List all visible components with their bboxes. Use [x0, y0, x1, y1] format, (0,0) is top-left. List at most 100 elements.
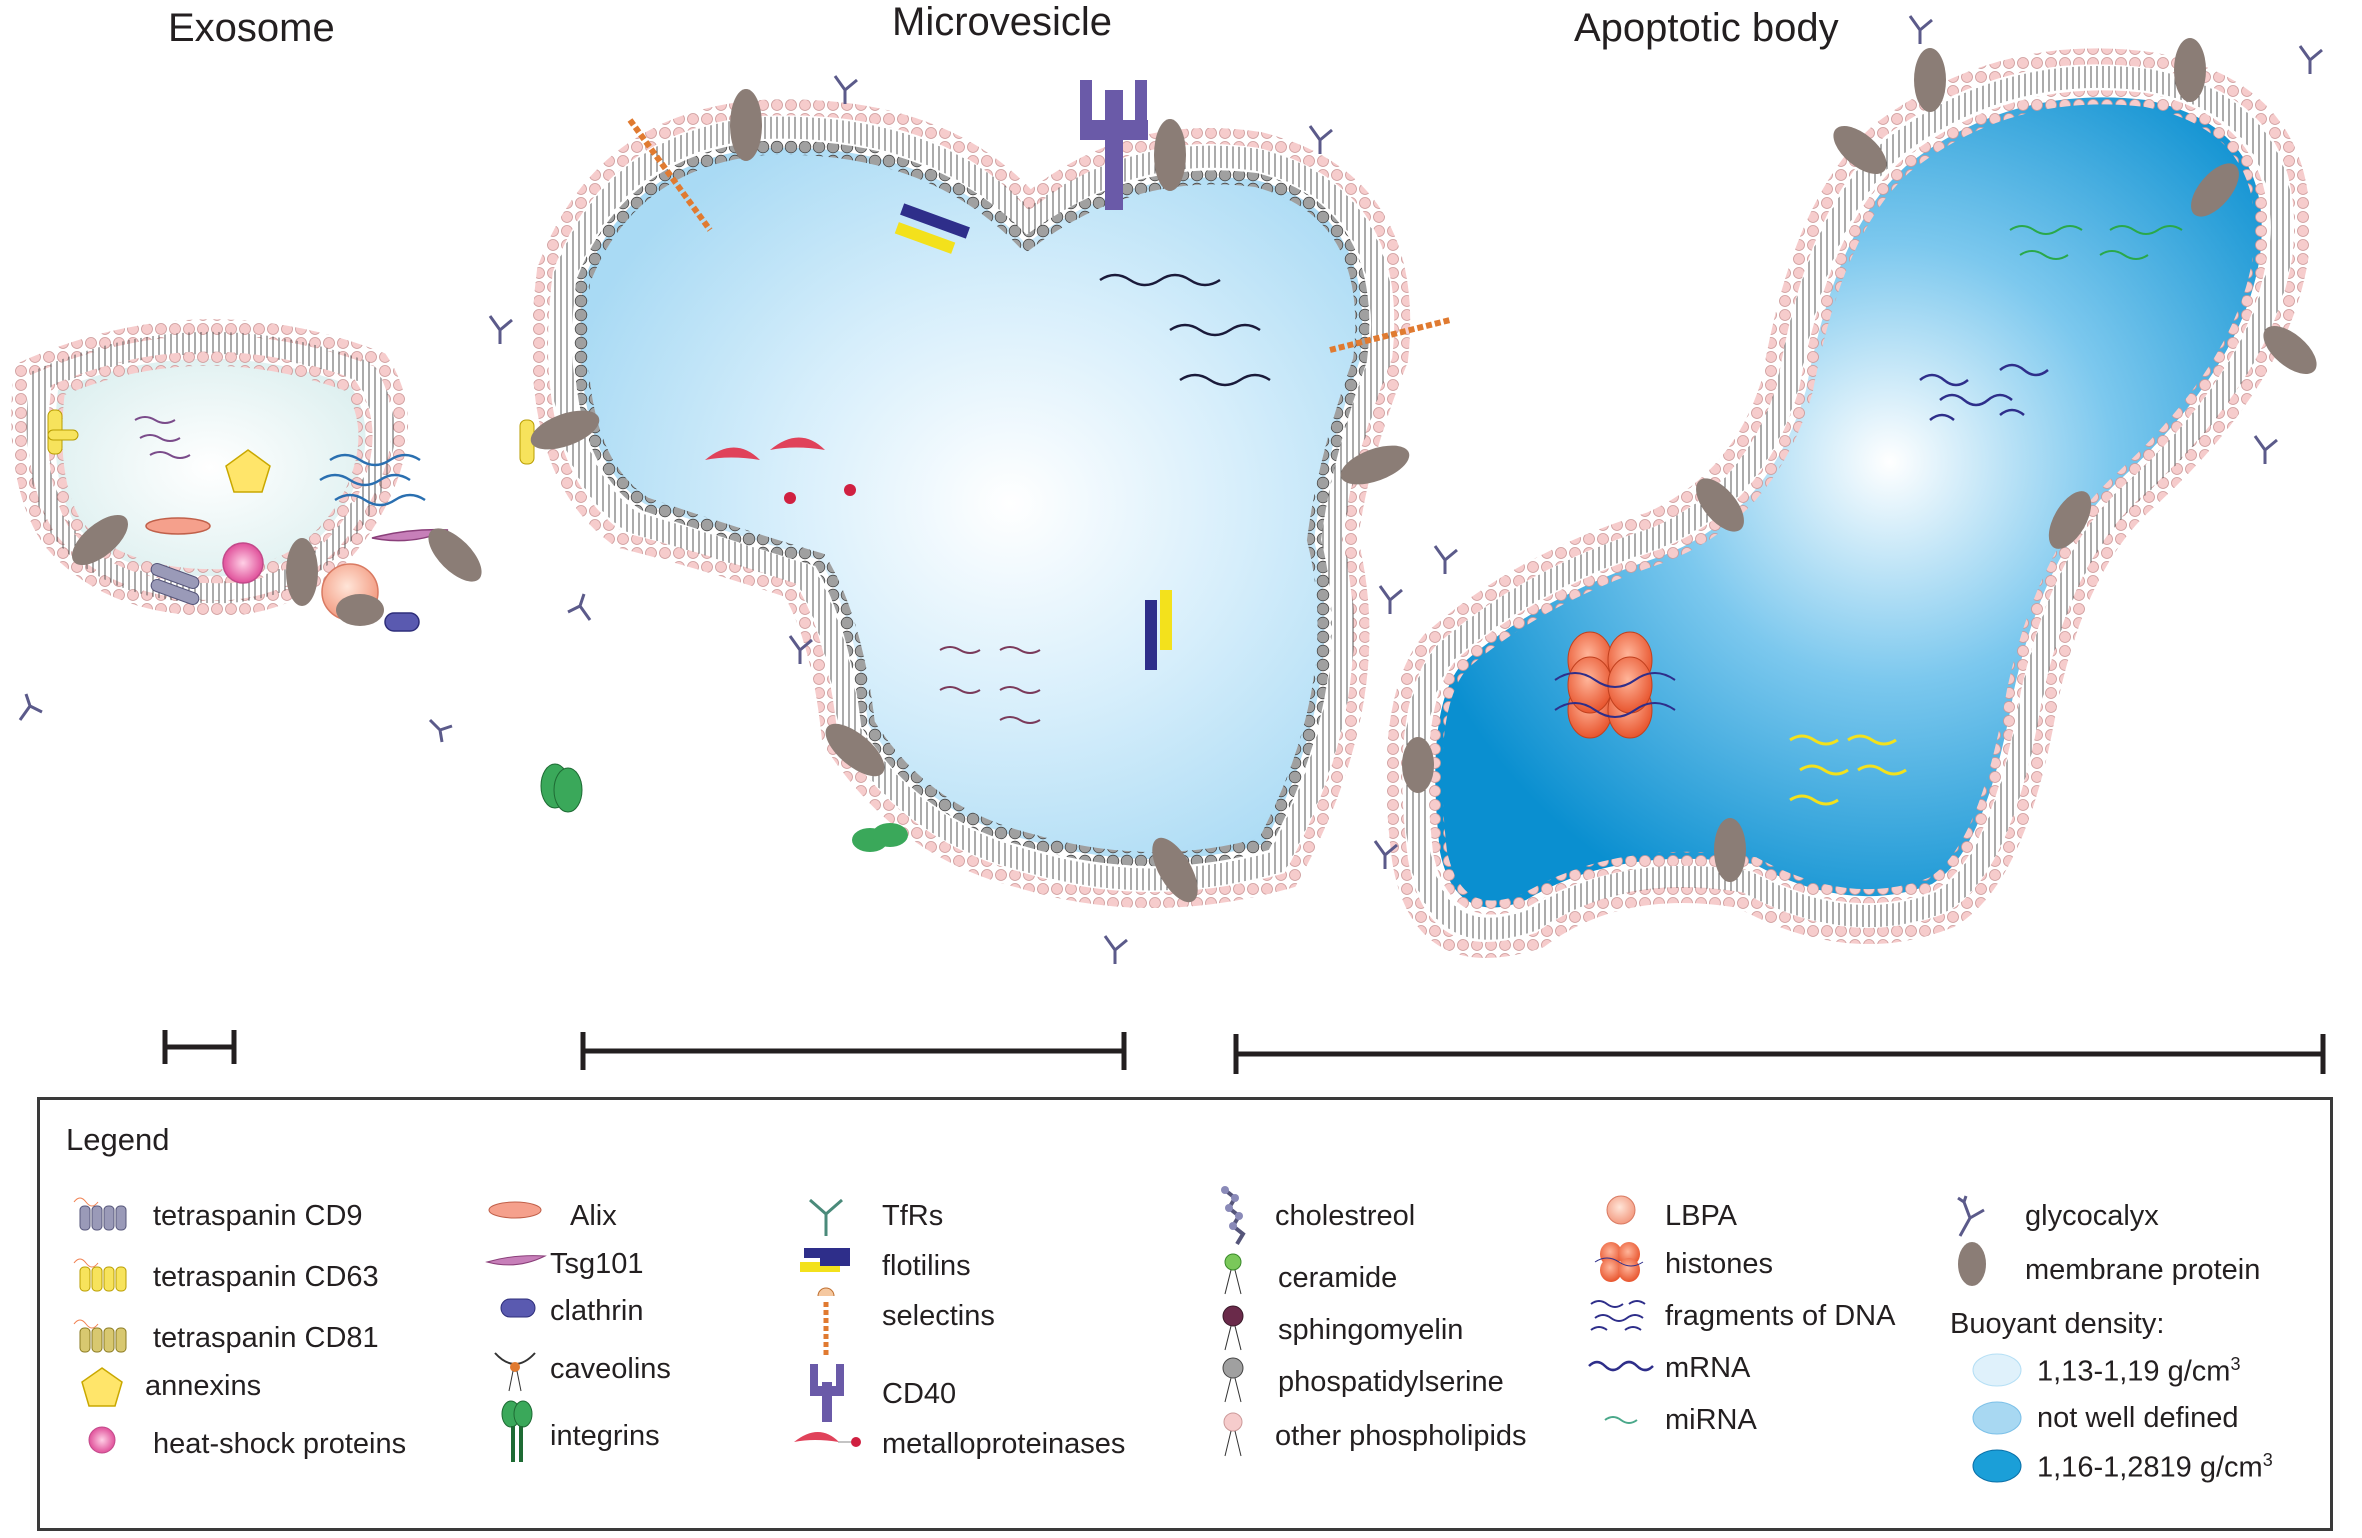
exosome-title: Exosome: [168, 6, 335, 50]
legend-label: LBPA: [1665, 1200, 1738, 1232]
buoyant-density-title: Buoyant density:: [1950, 1308, 2165, 1340]
metalloproteinases-icon: [794, 1432, 861, 1447]
apoptotic-body-title: Apoptotic body: [1574, 6, 1839, 50]
tetraspanin-cd9-exosome: [150, 563, 200, 605]
dna-fragments-icon: [1590, 1300, 1646, 1331]
legend-label: histones: [1665, 1248, 1774, 1280]
legend-label: tetraspanin CD9: [153, 1200, 363, 1232]
clathrin-icon: [500, 1298, 536, 1318]
phosphatidylserine-icon: [1222, 1357, 1244, 1403]
heat-shock-protein-exosome: [222, 542, 264, 584]
scale-bar-microvesicle: [580, 1032, 1127, 1070]
membrane-protein: [2048, 491, 2092, 549]
buoyant-sup: 3: [2230, 1354, 2241, 1374]
membrane-protein: [428, 528, 482, 582]
other-phospholipids-icon: [1223, 1412, 1243, 1457]
membrane-protein: [1696, 478, 1744, 532]
cd40-microvesicle: [1080, 80, 1148, 210]
membrane-protein: [825, 723, 885, 777]
legend-label: phospatidylserine: [1278, 1366, 1504, 1398]
legend-label: sphingomyelin: [1278, 1314, 1464, 1346]
legend-label: tetraspanin CD81: [153, 1322, 379, 1354]
membrane-protein: [1714, 818, 1746, 882]
ceramide-icon: [1224, 1253, 1242, 1295]
legend-label: ceramide: [1278, 1262, 1398, 1294]
cd40-icon: [810, 1364, 844, 1422]
density-swatch-medium: [1972, 1401, 2022, 1435]
membrane-protein: [730, 89, 762, 161]
scale-bar-apoptotic-body: [1233, 1034, 2326, 1074]
legend-label: mRNA: [1665, 1352, 1751, 1384]
membrane-protein: [1154, 119, 1186, 191]
density-swatch-dark: [1972, 1449, 2022, 1483]
legend-label: metalloproteinases: [882, 1428, 1126, 1460]
clathrin-exosome: [384, 612, 420, 632]
legend-label: selectins: [882, 1300, 995, 1332]
selectin-microvesicle: [1329, 317, 1451, 353]
legend-label: clathrin: [550, 1295, 644, 1327]
glycocalyx-apoptotic: [1373, 15, 2323, 869]
exosome-tails: [26, 331, 395, 604]
caveolins-icon: [494, 1352, 536, 1392]
annexin-exosome: [225, 449, 271, 493]
buoyant-label: 1,13-1,19 g/cm: [2037, 1355, 2231, 1388]
tetraspanin-cd9-icon: [73, 1197, 127, 1231]
legend-label: miRNA: [1665, 1404, 1757, 1436]
microvesicle-tails: [550, 116, 1394, 891]
legend-label: membrane protein: [2025, 1254, 2261, 1286]
annexins-icon: [81, 1367, 123, 1407]
selectin-microvesicle: [627, 118, 713, 232]
mirna-cluster-microvesicle: [939, 646, 1041, 724]
membrane-protein: [2263, 326, 2317, 374]
membrane-protein: [2191, 163, 2239, 217]
microvesicle-outer-leaflet: [532, 99, 1411, 908]
apoptotic-outer-leaflet: [1386, 48, 2311, 958]
buoyant-label: 1,16-1,2819 g/cm: [2037, 1451, 2263, 1484]
membrane-protein: [530, 410, 600, 450]
membrane-protein: [1340, 445, 1410, 485]
mrna-cluster-microvesicle: [1099, 273, 1271, 387]
legend-label: annexins: [145, 1370, 262, 1402]
exosome-outer-leaflet: [11, 319, 408, 617]
lbpa-icon: [1606, 1195, 1636, 1225]
membrane-protein-icon: [1958, 1242, 1986, 1286]
sphingomyelin-icon: [1222, 1305, 1244, 1351]
mrna-cluster-apoptotic: [1789, 734, 1907, 806]
tetraspanin-cd63-icon: [73, 1258, 127, 1292]
membrane-protein: [1833, 126, 1887, 174]
membrane-protein: [286, 538, 318, 606]
membrane-protein: [1402, 737, 1434, 793]
density-swatch-light: [1972, 1353, 2022, 1387]
buoyant-sup: 3: [2262, 1450, 2273, 1470]
cholesterol-icon: [1221, 1186, 1246, 1246]
integrin-exosome: [540, 763, 583, 813]
scale-bar-exosome: [162, 1030, 237, 1064]
legend-label: cholestreol: [1275, 1200, 1416, 1232]
legend-label: Tsg101: [550, 1248, 644, 1280]
legend-label: TfRs: [882, 1200, 944, 1232]
legend-label: other phospholipids: [1275, 1420, 1527, 1452]
legend-title: Legend: [66, 1122, 170, 1157]
glycocalyx-microvesicle: [488, 75, 1403, 964]
glycocalyx-icon: [1957, 1195, 1985, 1237]
apoptotic-tails: [1403, 65, 2293, 940]
legend-label: Alix: [570, 1200, 617, 1232]
legend-label: glycocalyx: [2025, 1200, 2159, 1232]
buoyant-label: not well defined: [2037, 1402, 2239, 1434]
alix-exosome: [145, 517, 211, 535]
tfrs-icon: [809, 1198, 843, 1236]
metalloproteinase-microvesicle: [705, 437, 856, 504]
microvesicle-vesicle: [488, 75, 1451, 964]
exosome-vesicle: [11, 319, 592, 813]
mirna-icon: [1604, 1416, 1638, 1424]
membrane-protein: [336, 594, 384, 626]
flotilin-microvesicle: [894, 203, 1172, 670]
histones-icon: [1594, 1242, 1644, 1282]
tsg101-exosome: [371, 528, 449, 542]
microvesicle-title: Microvesicle: [892, 0, 1113, 44]
mrna-icon: [1588, 1360, 1654, 1372]
legend-label: fragments of DNA: [1665, 1300, 1896, 1332]
heat-shock-proteins-icon: [88, 1426, 116, 1454]
mirna-cluster-exosome: [134, 416, 191, 459]
mrna-cluster-exosome: [319, 453, 426, 507]
